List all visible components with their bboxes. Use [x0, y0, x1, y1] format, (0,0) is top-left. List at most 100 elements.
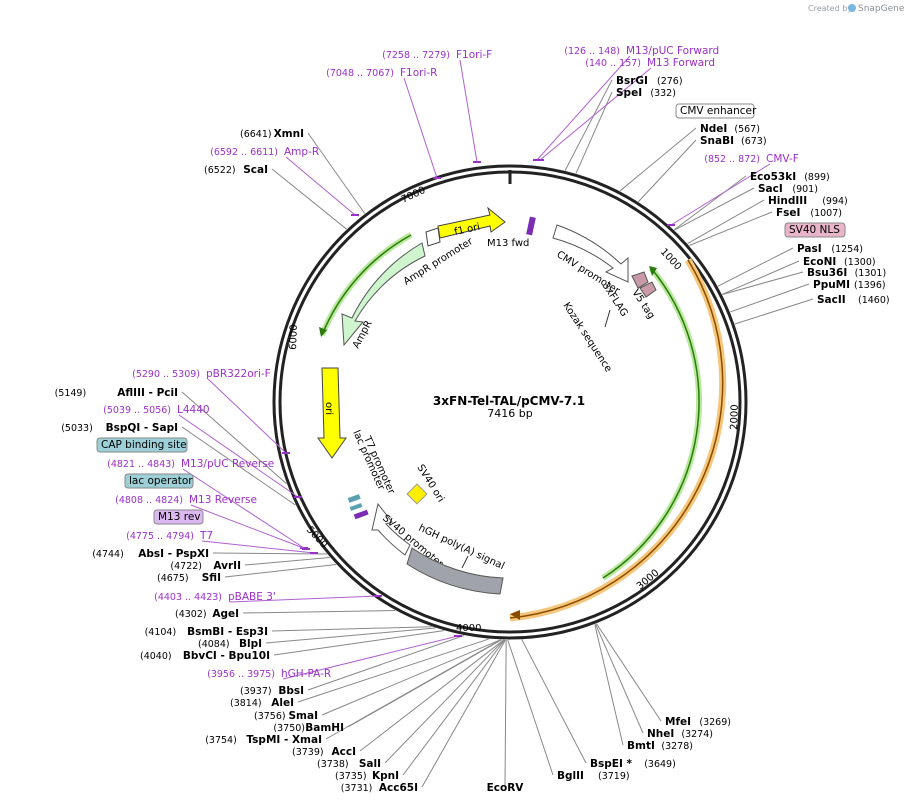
enzyme-name: BsrGI	[616, 75, 648, 87]
cmv-enhancer-label: CMV enhancer	[680, 105, 757, 117]
primer-name: pBR322ori-F	[206, 368, 271, 380]
enzyme-position: (3731)	[341, 783, 373, 794]
enzyme-leader	[244, 556, 330, 566]
enzyme-site: PpuMI(1396)	[813, 279, 886, 291]
boxed-feature-labels: CMV enhancer SV40 NLS CAP binding site l…	[96, 103, 846, 525]
kozak-line	[604, 309, 611, 328]
enzyme-leader	[564, 79, 613, 171]
enzyme-site: EcoNI(1300)	[803, 256, 876, 268]
primer-name: Amp-R	[284, 146, 319, 158]
enzyme-site: SacII(1460)	[817, 294, 890, 306]
enzyme-leader	[595, 623, 644, 734]
tick-1000: 1000	[658, 247, 683, 273]
primer-name: pBABE 3'	[228, 591, 276, 603]
enzyme-name: EcoRV	[487, 782, 525, 794]
cmv-enhancer-box	[675, 103, 755, 119]
enzyme-name: SfiI	[202, 572, 221, 584]
sv40-ori-feature	[406, 483, 428, 505]
enzyme-position: (1254)	[831, 244, 863, 255]
enzyme-site: SalI (3738)	[317, 758, 381, 770]
primer-position: (7048 .. 7067)	[326, 68, 394, 79]
enzyme-name: AvrII	[213, 560, 241, 572]
enzyme-position: (673)	[741, 136, 767, 147]
primer-site: M13 Reverse(4808 .. 4824)	[115, 494, 257, 506]
enzyme-site: AvrII (4722)	[170, 560, 241, 572]
3xflag-feature	[631, 271, 649, 289]
enzyme-position: (3750)	[273, 723, 305, 734]
enzyme-position: (4040)	[140, 651, 172, 662]
ori-feature	[317, 367, 347, 459]
enzyme-name: NdeI	[700, 123, 727, 135]
primer-leader	[285, 156, 356, 216]
watermark-created-by: Created by	[808, 4, 852, 13]
enzyme-leader	[273, 630, 445, 656]
tick-2000: 2000	[729, 404, 741, 430]
sv40-promoter-feature	[371, 502, 411, 556]
primer-site: (126 .. 148)M13/pUC Forward	[564, 45, 719, 57]
enzyme-name: SnaBI	[700, 135, 734, 147]
enzyme-site: AccI(3739)	[292, 746, 356, 758]
enzyme-leader	[730, 283, 810, 313]
primer-leader	[178, 414, 299, 498]
enzyme-name: BmtI	[627, 740, 655, 752]
primer-labels: (7258 .. 7279)F1ori-F(7048 .. 7067)F1ori…	[103, 45, 799, 680]
enzyme-position: (4722)	[170, 561, 202, 572]
primer-leader	[539, 67, 652, 161]
enzyme-leader	[181, 391, 287, 484]
orange-feature-arc-line	[509, 259, 724, 619]
enzyme-leader	[504, 639, 507, 788]
primer-name: M13 Forward	[647, 57, 715, 69]
enzyme-leader	[384, 639, 505, 764]
green-arc-left-line	[321, 234, 412, 336]
enzyme-site: Acc65I (3731)	[341, 782, 418, 794]
enzyme-position: (6641)	[240, 129, 272, 140]
primer-leader	[670, 163, 771, 226]
enzyme-position: (4084)	[198, 639, 230, 650]
enzyme-site: MfeI(3269)	[665, 716, 731, 728]
enzyme-leader	[594, 624, 624, 746]
ampr-feature	[341, 242, 426, 347]
enzyme-position: (3937)	[240, 686, 272, 697]
primer-position: (4775 .. 4794)	[126, 531, 194, 542]
green-arc-left-arrowhead	[319, 327, 327, 337]
enzyme-position: (1396)	[854, 280, 886, 291]
primer-leader	[403, 77, 438, 179]
enzyme-site: BsrGI(276)	[616, 75, 683, 87]
primer-site: L4440(5039 .. 5056)	[103, 404, 209, 416]
enzyme-site: NdeI(567)	[700, 123, 760, 135]
enzyme-position: (994)	[822, 196, 848, 207]
enzyme-position: (3274)	[681, 729, 713, 740]
primer-site: pBABE 3'(4403 .. 4423)	[154, 591, 276, 603]
primer-site: pBR322ori-F(5290 .. 5309)	[132, 368, 271, 380]
enzyme-leader	[181, 426, 296, 506]
enzyme-leader	[212, 552, 327, 555]
primer-site: (852 .. 872)CMV-F	[704, 153, 799, 165]
enzyme-site: PasI(1254)	[797, 243, 863, 255]
enzyme-leader	[674, 187, 755, 231]
primer-name: CMV-F	[766, 153, 799, 165]
primer-site: M13/pUC Reverse(4821 .. 4843)	[107, 458, 274, 470]
enzyme-position: (3269)	[699, 717, 731, 728]
plasmid-name: 3xFN-Tel-TAL/pCMV-7.1	[433, 394, 585, 408]
enzyme-name: SmaI	[289, 710, 319, 722]
kozak-label: Kozak sequence	[560, 301, 613, 375]
enzyme-leader	[307, 132, 366, 214]
enzyme-position: (3814)	[230, 698, 262, 709]
enzyme-position: (3738)	[317, 759, 349, 770]
hgh-polya-line	[461, 555, 469, 569]
primer-position: (3956 .. 3975)	[207, 669, 275, 680]
plasmid-length: 7416 bp	[487, 407, 532, 420]
enzyme-name: Eco53kI	[750, 171, 796, 183]
enzyme-name: XmnI	[274, 128, 304, 140]
enzyme-name: BbvCI - Bpu10I	[183, 650, 270, 662]
enzyme-name: Acc65I	[379, 782, 418, 794]
enzyme-site: AgeI(4302)	[175, 608, 239, 620]
primer-name: M13/pUC Forward	[626, 45, 719, 57]
lac-operator-box	[124, 473, 194, 489]
primer-position: (4808 .. 4824)	[115, 495, 183, 506]
primer-position: (7258 .. 7279)	[382, 50, 450, 61]
primer-leader	[190, 504, 307, 550]
enzyme-name: SalI	[359, 758, 381, 770]
primer-position: (5039 .. 5056)	[103, 405, 171, 416]
enzyme-site: Eco53kI(899)	[750, 171, 830, 183]
